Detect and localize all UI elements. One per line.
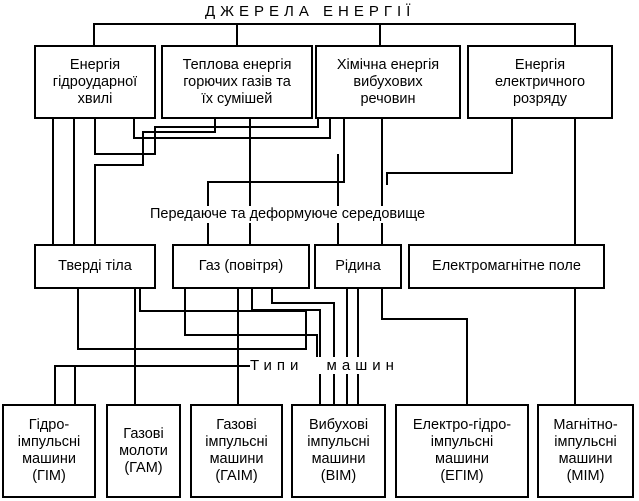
medium-title: Передаюче та деформуюче середовище	[150, 206, 426, 223]
medium-gas-label: Газ (повітря)	[198, 258, 284, 274]
medium-solids-box: Тверді тіла	[34, 244, 156, 289]
machine-types-title: Типи машин	[250, 357, 399, 374]
source-chemical-label: Хімічна енергія вибухових речовин	[336, 56, 440, 107]
source-electric-discharge-label: Енергія електричного розряду	[494, 56, 586, 107]
source-electric-discharge-box: Енергія електричного розряду	[467, 45, 613, 119]
source-hydroshock-label: Енергія гідроударної хвилі	[52, 56, 138, 107]
machine-egim-box: Електро-гідро- імпульсні машини (ЕГІМ)	[395, 404, 529, 498]
machine-gaim-box: Газові імпульсні машини (ГАІМ)	[190, 404, 283, 498]
machine-gam-box: Газові молоти (ГАМ)	[106, 404, 181, 498]
machine-mim-label: Магнітно- імпульсні машини (МІМ)	[553, 417, 618, 484]
source-chemical-box: Хімічна енергія вибухових речовин	[315, 45, 461, 119]
machine-vim-box: Вибухові імпульсні машини (ВІМ)	[291, 404, 386, 498]
source-hydroshock-box: Енергія гідроударної хвилі	[34, 45, 156, 119]
machine-gaim-label: Газові імпульсні машини (ГАІМ)	[205, 417, 268, 484]
medium-em-field-box: Електромагнітне поле	[408, 244, 605, 289]
source-thermal-gas-box: Теплова енергія горючих газів та їх сумі…	[161, 45, 313, 119]
medium-liquid-box: Рідина	[314, 244, 402, 289]
machine-egim-label: Електро-гідро- імпульсні машини (ЕГІМ)	[412, 417, 512, 484]
medium-em-field-label: Електромагнітне поле	[432, 258, 581, 274]
medium-solids-label: Тверді тіла	[58, 258, 132, 274]
medium-gas-box: Газ (повітря)	[172, 244, 310, 289]
medium-liquid-label: Рідина	[335, 258, 381, 274]
machine-gim-label: Гідро- імпульсні машини (ГІМ)	[17, 417, 81, 484]
machine-gam-label: Газові молоти (ГАМ)	[119, 425, 168, 476]
energy-sources-title: ДЖЕРЕЛА ЕНЕРГІЇ	[205, 3, 416, 20]
machine-vim-label: Вибухові імпульсні машини (ВІМ)	[307, 417, 370, 484]
machine-mim-box: Магнітно- імпульсні машини (МІМ)	[537, 404, 634, 498]
source-thermal-gas-label: Теплова енергія горючих газів та їх сумі…	[182, 56, 292, 107]
machine-gim-box: Гідро- імпульсні машини (ГІМ)	[2, 404, 96, 498]
